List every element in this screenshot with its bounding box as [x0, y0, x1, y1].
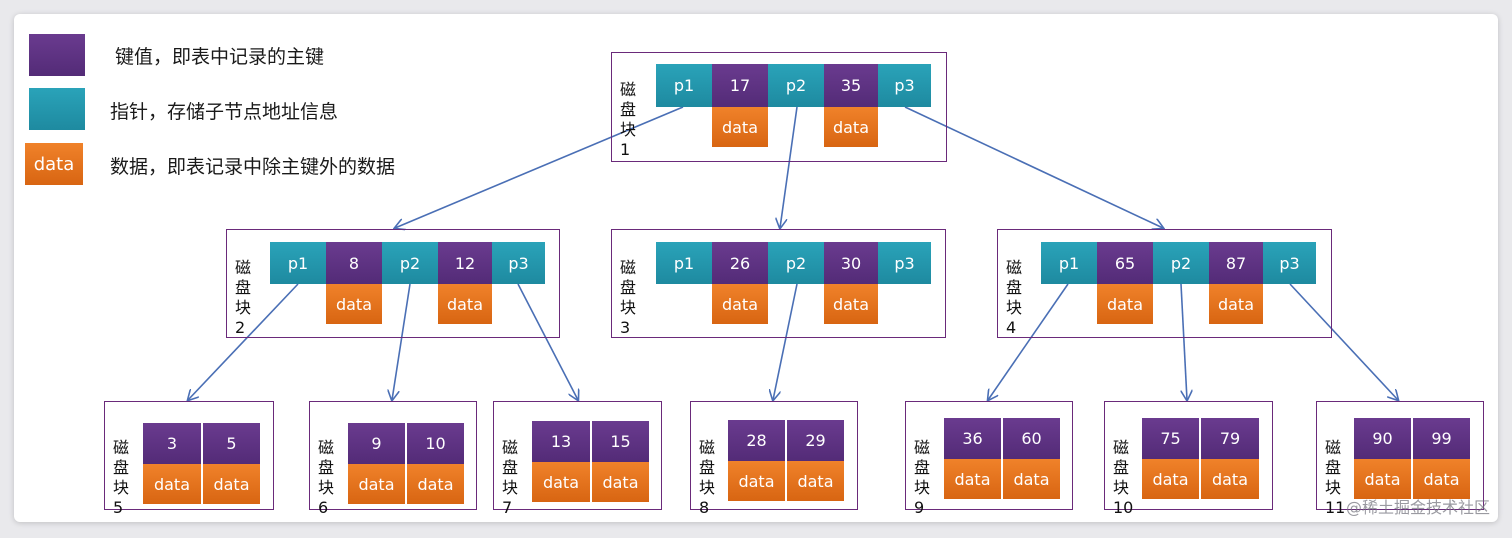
disk-block-10	[1104, 401, 1273, 510]
l9-key-1: 36	[944, 418, 1001, 459]
arrow-n1-p2	[780, 106, 798, 228]
n3-data-1: data	[712, 284, 768, 324]
disk-block-9	[905, 401, 1073, 510]
disk-block-1	[611, 52, 947, 162]
l5-data-1: data	[143, 464, 201, 504]
legend-data-swatch: data	[25, 143, 83, 185]
n2-pointer-1: p1	[270, 242, 326, 284]
disk-block-2	[226, 229, 560, 338]
n1-data-2: data	[824, 107, 878, 147]
n2-data-2: data	[438, 284, 492, 324]
l9-data-2: data	[1003, 459, 1060, 499]
n2-pointer-2: p2	[382, 242, 438, 284]
n4-pointer-1: p1	[1041, 242, 1097, 284]
l11-data-2: data	[1413, 459, 1470, 499]
legend-key-text: 键值，即表中记录的主键	[115, 46, 325, 68]
l9-data-1: data	[944, 459, 1001, 499]
n3-data-2: data	[824, 284, 878, 324]
l6-data-1: data	[348, 464, 405, 504]
l6-data-2: data	[407, 464, 464, 504]
arrow-n4-p3	[1289, 283, 1398, 400]
n2-pointer-3: p3	[492, 242, 545, 284]
arrow-n2-p1	[188, 283, 299, 400]
l6-key-2: 10	[407, 423, 464, 464]
n1-pointer-2: p2	[768, 64, 824, 107]
legend-data-text: 数据，即表记录中除主键外的数据	[110, 156, 396, 178]
n1-key-2: 35	[824, 64, 878, 107]
arrow-n3-p2	[773, 283, 798, 400]
l10-key-2: 79	[1201, 418, 1259, 459]
n1-key-1: 17	[712, 64, 768, 107]
l8-key-2: 29	[787, 420, 844, 461]
l10-data-2: data	[1201, 459, 1259, 499]
disk-block-8	[690, 401, 858, 510]
n4-key-1: 65	[1097, 242, 1153, 284]
n2-key-1: 8	[326, 242, 382, 284]
arrow-n2-p2	[392, 283, 411, 400]
n3-pointer-2: p2	[768, 242, 824, 284]
disk-block-7	[493, 401, 662, 510]
l10-key-1: 75	[1142, 418, 1199, 459]
n4-pointer-3: p3	[1263, 242, 1316, 284]
arrow-n1-p1	[395, 106, 684, 228]
l8-data-2: data	[787, 461, 844, 501]
l5-key-1: 3	[143, 423, 201, 464]
l11-key-1: 90	[1354, 418, 1411, 459]
n2-data-1: data	[326, 284, 382, 324]
l6-key-1: 9	[348, 423, 405, 464]
l8-data-1: data	[728, 461, 785, 501]
arrow-n1-p3	[904, 106, 1163, 228]
l5-data-2: data	[203, 464, 260, 504]
n1-data-1: data	[712, 107, 768, 147]
l9-key-2: 60	[1003, 418, 1060, 459]
legend-pointer-text: 指针，存储子节点地址信息	[110, 101, 339, 123]
l7-key-1: 13	[532, 421, 590, 462]
n1-pointer-1: p1	[656, 64, 712, 107]
n3-key-1: 26	[712, 242, 768, 284]
n3-pointer-1: p1	[656, 242, 712, 284]
disk-block-11	[1316, 401, 1484, 510]
legend-pointer-swatch	[29, 88, 85, 130]
disk-block-5	[104, 401, 274, 510]
arrow-n4-p1	[988, 283, 1069, 400]
watermark: @稀土掘金技术社区	[1345, 498, 1490, 517]
l8-key-1: 28	[728, 420, 785, 461]
disk-block-6	[309, 401, 477, 510]
l7-data-2: data	[592, 462, 649, 502]
legend-key-swatch	[29, 34, 85, 76]
l11-data-1: data	[1354, 459, 1411, 499]
n2-key-2: 12	[438, 242, 492, 284]
disk-block-4	[997, 229, 1332, 338]
n3-pointer-3: p3	[878, 242, 931, 284]
l11-key-2: 99	[1413, 418, 1470, 459]
l7-key-2: 15	[592, 421, 649, 462]
n1-pointer-3: p3	[878, 64, 931, 107]
n4-key-2: 87	[1209, 242, 1263, 284]
n4-data-2: data	[1209, 284, 1263, 324]
n4-pointer-2: p2	[1153, 242, 1209, 284]
l7-data-1: data	[532, 462, 590, 502]
l10-data-1: data	[1142, 459, 1199, 499]
disk-block-3	[611, 229, 946, 338]
n3-key-2: 30	[824, 242, 878, 284]
arrow-n4-p2	[1180, 283, 1187, 400]
l5-key-2: 5	[203, 423, 260, 464]
n4-data-1: data	[1097, 284, 1153, 324]
arrow-n2-p3	[517, 283, 578, 400]
